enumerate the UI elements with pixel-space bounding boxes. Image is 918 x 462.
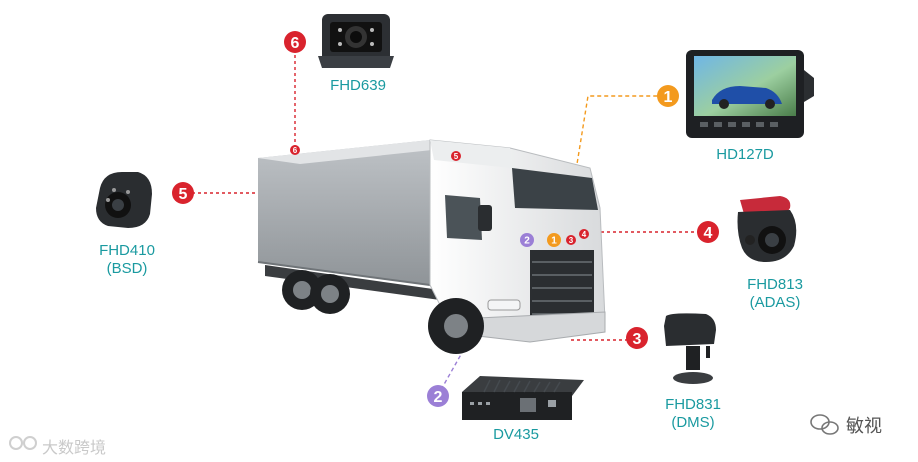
fhd639-label: FHD639 (318, 77, 398, 95)
box-camera-icon (318, 14, 394, 68)
watermark-left: 大数跨境 (42, 434, 106, 458)
fhd813-label: FHD813 (ADAS) (730, 276, 820, 312)
truck-illustration (258, 140, 605, 354)
truck-marker-4: 4 (579, 229, 589, 239)
marker-2: 2 (427, 385, 449, 407)
cargo-box (258, 140, 430, 285)
marker-5: 5 (172, 182, 194, 204)
marker-4: 4 (697, 221, 719, 243)
truck-marker-5-number: 5 (454, 152, 459, 161)
truck-marker-6-number: 6 (293, 146, 298, 155)
fhd813-note: (ADAS) (730, 294, 820, 312)
marker-1-number: 1 (664, 89, 673, 106)
dv435-label: DV435 (476, 426, 556, 444)
marker-6-number: 6 (291, 35, 300, 52)
truck-marker-4-number: 4 (582, 230, 587, 239)
side-camera-icon (96, 172, 152, 228)
fhd639-name: FHD639 (330, 77, 386, 94)
fhd410-note: (BSD) (82, 260, 172, 278)
truck-marker-1: 1 (547, 233, 561, 247)
dash-camera-icon (738, 196, 797, 262)
fhd831-label: FHD831 (DMS) (648, 396, 738, 432)
dvr-icon (462, 376, 584, 420)
grille (530, 250, 594, 322)
fhd813-name: FHD813 (730, 276, 820, 294)
fhd410-name: FHD410 (82, 242, 172, 260)
truck-marker-3: 3 (566, 235, 576, 245)
marker-3: 3 (626, 327, 648, 349)
truck-marker-2: 2 (520, 233, 534, 247)
dv435-name: DV435 (493, 426, 539, 443)
truck-marker-1-number: 1 (551, 236, 557, 247)
marker-2-number: 2 (434, 389, 443, 406)
truck-marker-6: 6 (290, 145, 300, 155)
wechat-icon (811, 415, 838, 434)
marker-1: 1 (657, 85, 679, 107)
monitor-icon (686, 50, 814, 138)
marker-6: 6 (284, 31, 306, 53)
watermark-right: 敏视 (846, 412, 882, 438)
truck-marker-2-number: 2 (524, 236, 530, 247)
marker-4-number: 4 (704, 225, 713, 242)
fhd831-note: (DMS) (648, 414, 738, 432)
fhd127d-name: HD127D (716, 146, 774, 163)
fhd831-name: FHD831 (648, 396, 738, 414)
truck-marker-5: 5 (451, 151, 461, 161)
truck-marker-3-number: 3 (569, 236, 574, 245)
dms-camera-icon (664, 313, 716, 384)
marker-5-number: 5 (179, 186, 188, 203)
marker-3-number: 3 (633, 331, 642, 348)
watermark-logo-icon (10, 437, 36, 449)
fhd127d-label: HD127D (700, 146, 790, 164)
fhd410-label: FHD410 (BSD) (82, 242, 172, 278)
